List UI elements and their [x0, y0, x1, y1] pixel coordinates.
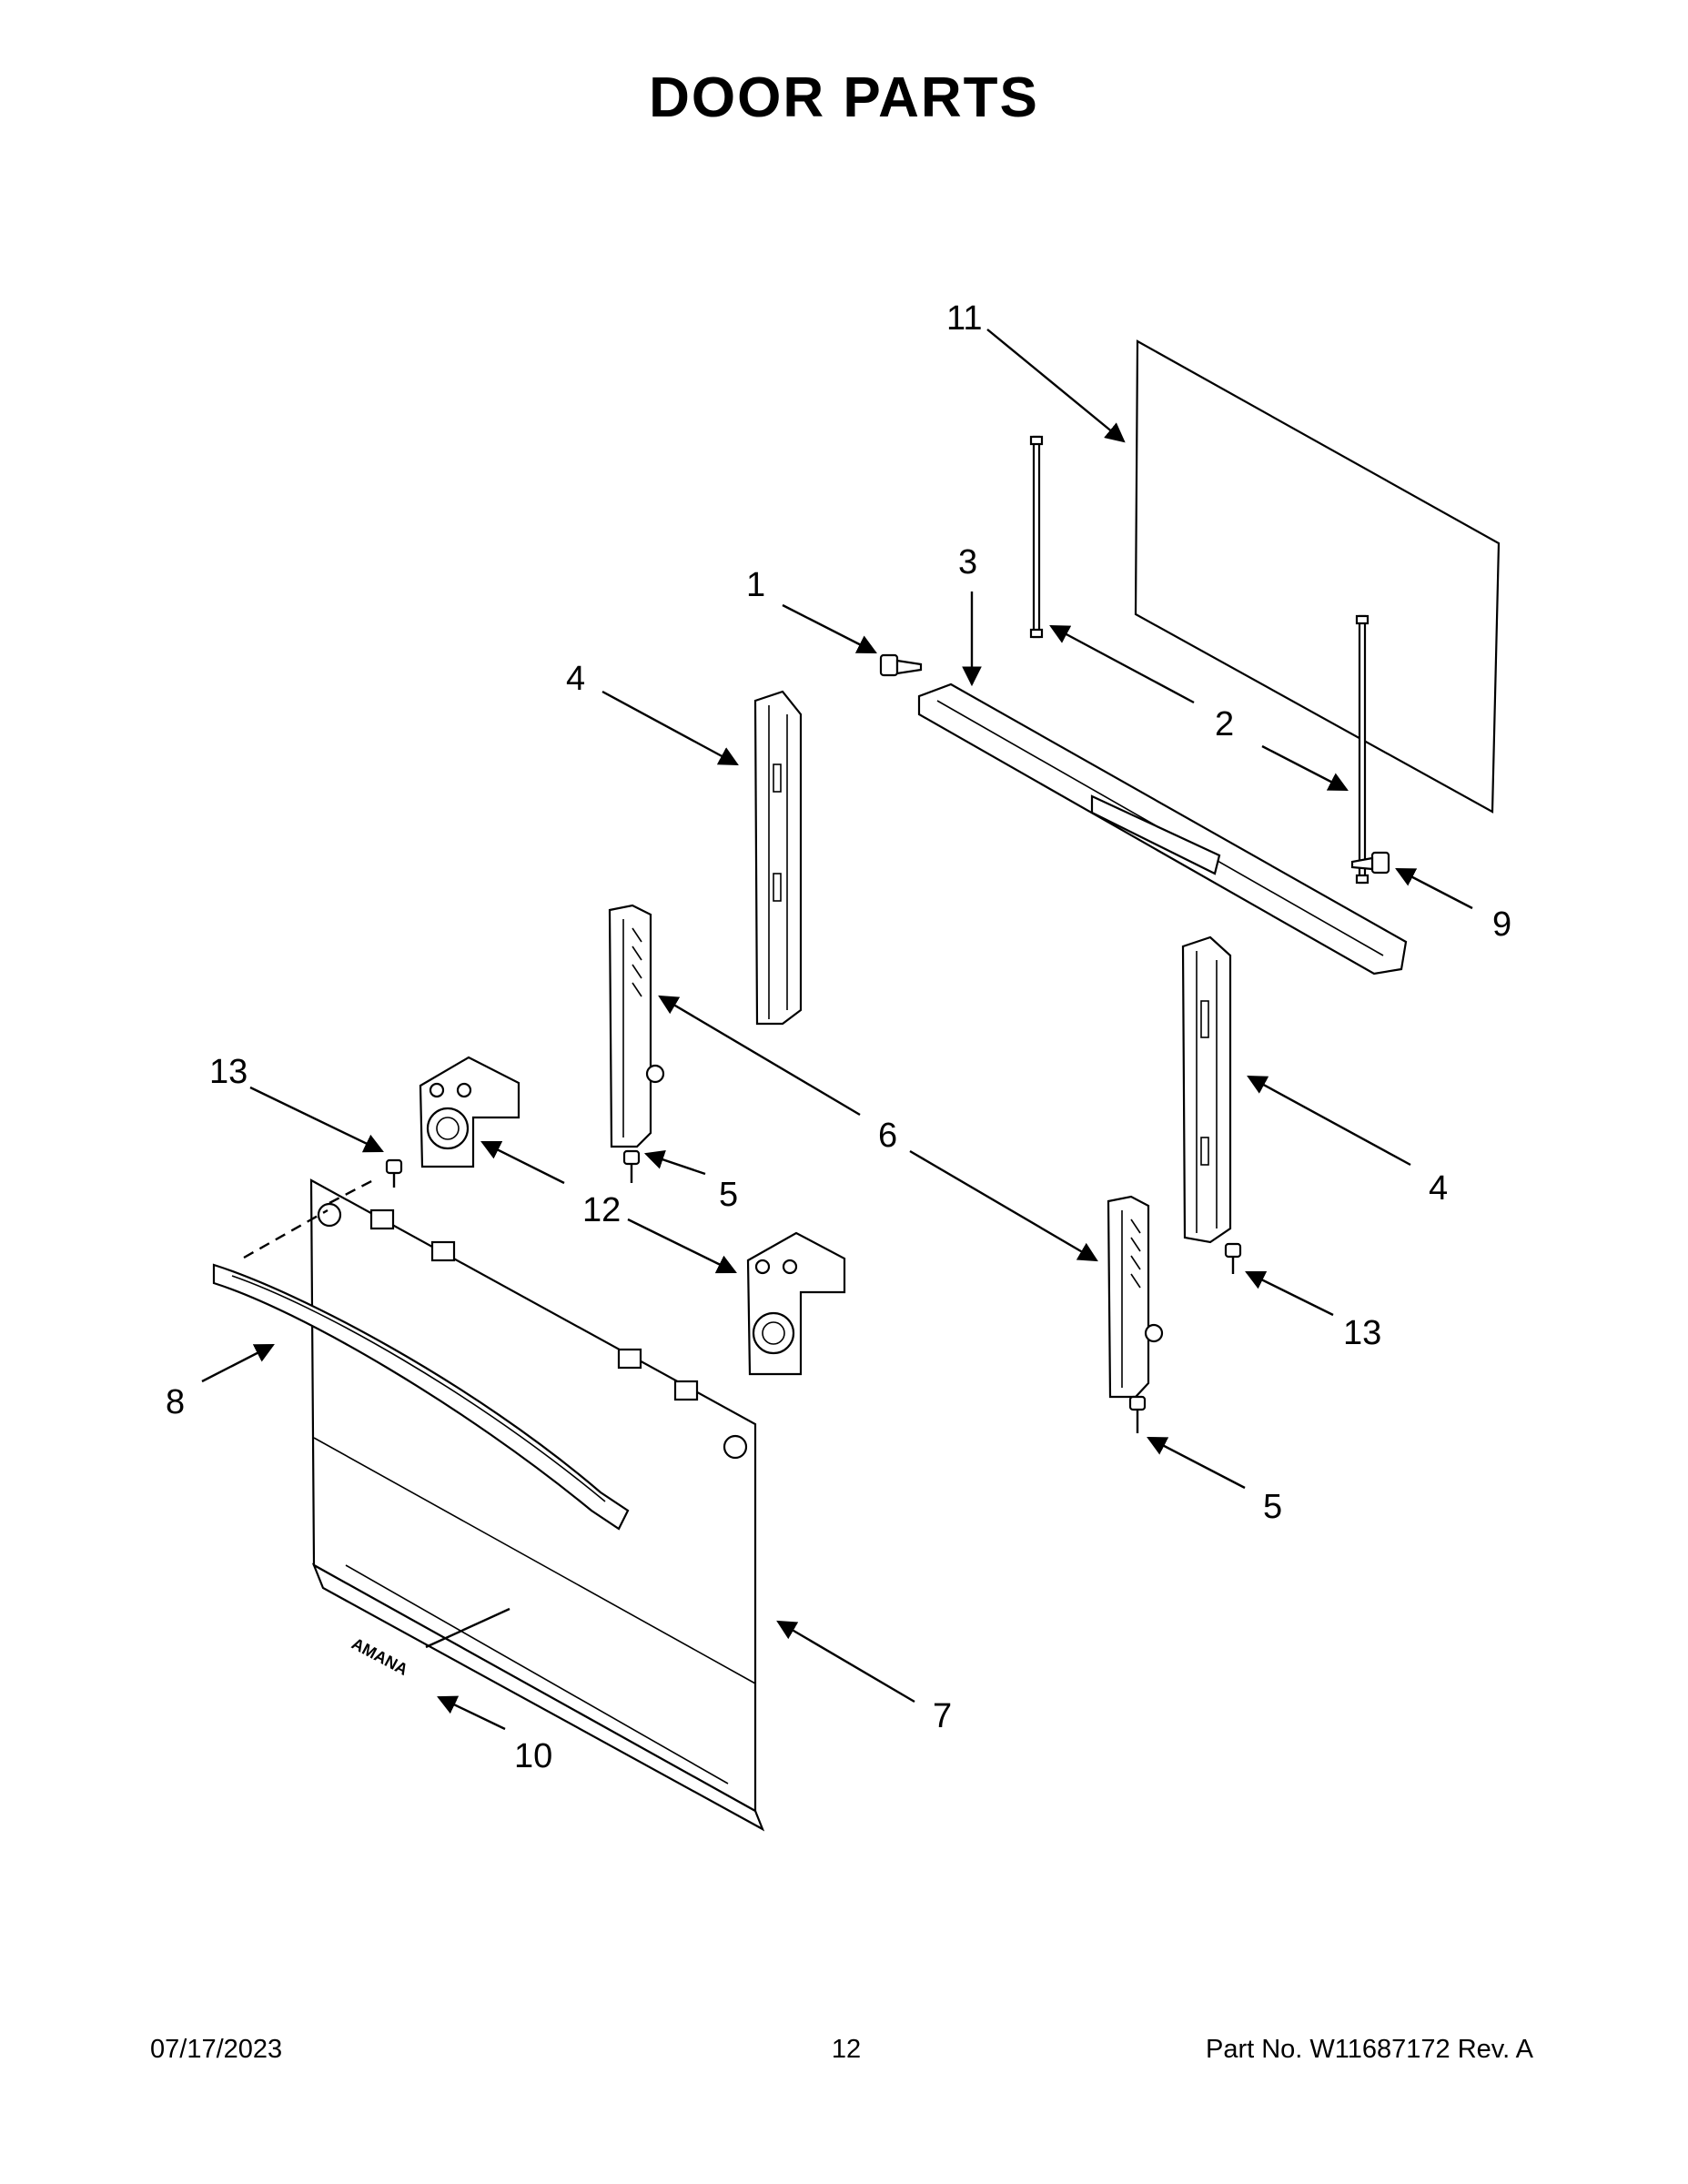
page-title: DOOR PARTS	[649, 66, 1039, 129]
callout-2: 2	[1215, 705, 1234, 743]
callout-9: 9	[1492, 905, 1511, 944]
door-side-channel-right	[1181, 935, 1232, 1244]
callout-4-left: 4	[566, 660, 585, 698]
callout-10: 10	[514, 1737, 552, 1775]
door-top-trim	[917, 682, 1408, 976]
footer-page-number: 12	[831, 2035, 862, 2064]
hinge-left	[608, 904, 665, 1148]
callout-7: 7	[933, 1697, 952, 1735]
screw-part-5-right	[1128, 1395, 1147, 1433]
callout-8: 8	[166, 1383, 185, 1421]
callout-1: 1	[746, 566, 765, 604]
hinge-right	[1107, 1195, 1164, 1399]
footer-part-number: Part No. W11687172 Rev. A	[1205, 2035, 1533, 2064]
screw-part-13-left	[385, 1158, 403, 1188]
screw-part-1	[879, 653, 923, 677]
callout-5-left: 5	[719, 1176, 738, 1214]
screw-part-13-right	[1224, 1242, 1242, 1274]
callout-13-right: 13	[1343, 1314, 1381, 1352]
door-handle	[212, 1263, 630, 1531]
screw-part-9	[1350, 851, 1390, 875]
glass-retainer-right	[1355, 614, 1370, 885]
callout-11: 11	[946, 299, 982, 338]
callout-4-right: 4	[1429, 1169, 1448, 1208]
inner-glass-panel	[1134, 339, 1501, 814]
handle-bracket-right	[746, 1231, 846, 1376]
footer-date: 07/17/2023	[150, 2035, 283, 2064]
callout-12: 12	[582, 1191, 621, 1229]
callout-13-left: 13	[209, 1053, 248, 1091]
door-side-channel-left	[753, 690, 803, 1026]
amana-badge: AMANA	[349, 1634, 411, 1679]
callout-3: 3	[958, 543, 977, 581]
outer-door-panel	[309, 1178, 765, 1832]
callout-5-right: 5	[1263, 1488, 1282, 1526]
screw-part-5-left	[622, 1149, 641, 1183]
handle-bracket-left	[419, 1056, 521, 1168]
glass-retainer-left	[1029, 435, 1044, 639]
badge-part-10: AMANA	[349, 1634, 411, 1679]
callout-6: 6	[878, 1117, 897, 1155]
